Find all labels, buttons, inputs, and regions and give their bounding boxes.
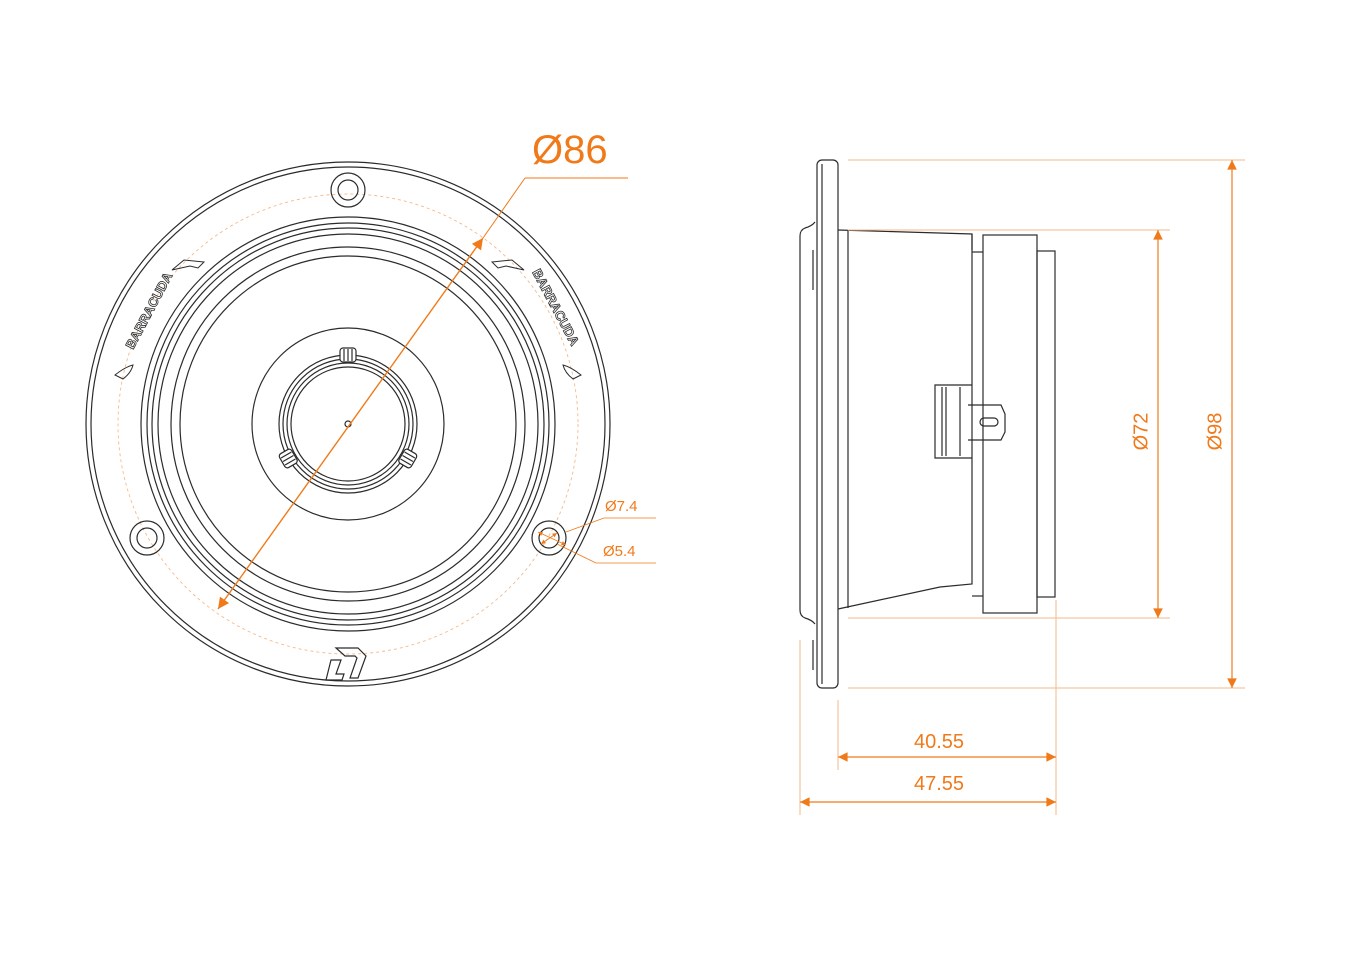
outer-diameter-label: Ø98 (1204, 412, 1227, 451)
mounting-hole-top (330, 172, 366, 208)
cutout-diameter-label: Ø86 (532, 128, 608, 172)
front-dimensions (217, 177, 656, 610)
frame-diameter-label: Ø72 (1130, 412, 1153, 451)
total-depth-label: 47.55 (914, 773, 965, 795)
hole-inner-diameter-label: Ø5.4 (603, 543, 636, 560)
dl-logo-icon (325, 647, 367, 681)
barracuda-fish-right-icon (490, 259, 582, 380)
barracuda-fish-left-icon (114, 259, 206, 380)
hole-outer-diameter-label: Ø7.4 (605, 498, 638, 515)
side-view (799, 159, 1056, 689)
mount-depth-label: 40.55 (914, 731, 965, 753)
brand-text-right: BARRACUDA (529, 266, 582, 348)
side-dimensions (799, 159, 1245, 815)
front-view (85, 161, 611, 687)
mounting-hole-left (129, 520, 165, 556)
brand-text-left: BARRACUDA (122, 269, 175, 351)
